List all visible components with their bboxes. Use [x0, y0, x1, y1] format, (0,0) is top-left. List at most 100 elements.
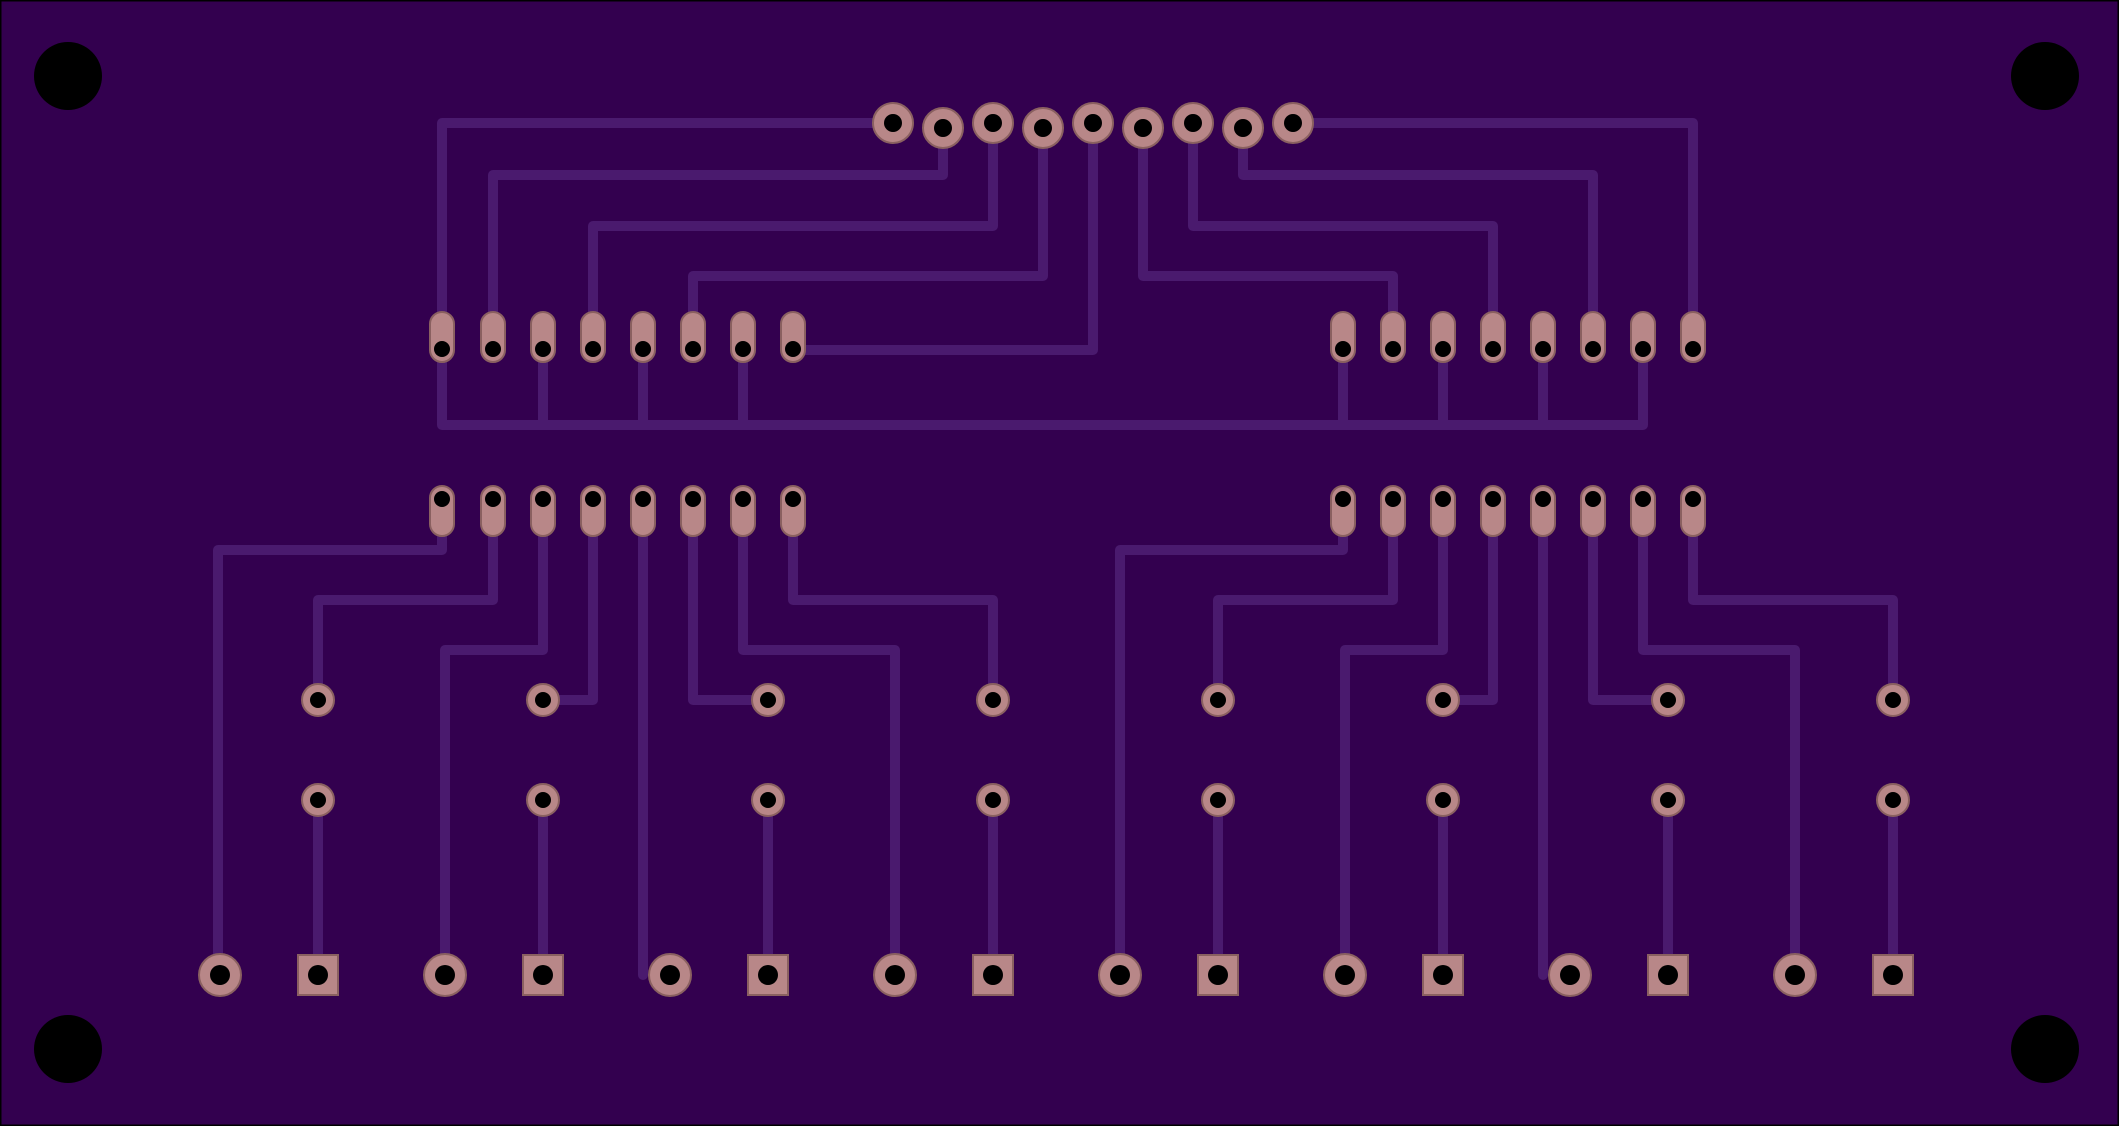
drill-hole: [1110, 965, 1130, 985]
trace-left-2: [313, 506, 498, 705]
terminal-1-round-pad: [198, 953, 242, 997]
terminal-8-square-pad: [1872, 954, 1914, 996]
drill-hole: [685, 341, 701, 357]
trace-left-6: [688, 506, 773, 705]
drill-hole: [758, 965, 778, 985]
trace-header-7: [1188, 118, 1498, 342]
drill-hole: [485, 491, 501, 507]
terminal-8-round-pad: [1773, 953, 1817, 997]
drill-hole: [1435, 491, 1451, 507]
resistor-2-pad-b: [526, 783, 560, 817]
drill-hole: [1660, 692, 1676, 708]
drill-hole: [1883, 965, 1903, 985]
ic-right-bottom-pin-1: [1330, 485, 1356, 537]
header-pin-5: [1072, 102, 1114, 144]
resistor-2-pad-a: [526, 683, 560, 717]
drill-hole: [1658, 965, 1678, 985]
drill-hole: [1234, 119, 1252, 137]
ic-left-top-pin-6: [680, 311, 706, 363]
drill-hole: [1535, 491, 1551, 507]
drill-hole: [1560, 965, 1580, 985]
trace-header-2: [488, 123, 948, 342]
resistor-6-pad-b: [1426, 783, 1460, 817]
drill-hole: [585, 341, 601, 357]
ic-right-bottom-pin-2: [1380, 485, 1406, 537]
trace-header-9: [1288, 118, 1698, 342]
drill-hole: [535, 341, 551, 357]
trace-header-5: [788, 118, 1098, 355]
ic-left-bottom-pin-1: [429, 485, 455, 537]
drill-hole: [884, 114, 902, 132]
resistor-6-pad-a: [1426, 683, 1460, 717]
ic-left-top-pin-4: [580, 311, 606, 363]
ic-right-top-pin-4: [1480, 311, 1506, 363]
ic-left-top-pin-3: [530, 311, 556, 363]
drill-hole: [1435, 792, 1451, 808]
header-pin-1: [872, 102, 914, 144]
drill-hole: [310, 692, 326, 708]
drill-hole: [1635, 341, 1651, 357]
drill-hole: [635, 341, 651, 357]
ic-left-bottom-pin-8: [780, 485, 806, 537]
drill-hole: [735, 491, 751, 507]
drill-hole: [1785, 965, 1805, 985]
drill-hole: [785, 491, 801, 507]
ic-right-bottom-pin-8: [1680, 485, 1706, 537]
drill-hole: [1284, 114, 1302, 132]
trace-header-1: [437, 118, 898, 342]
ic-right-bottom-pin-3: [1430, 485, 1456, 537]
resistor-7-pad-b: [1651, 783, 1685, 817]
drill-hole: [1385, 491, 1401, 507]
drill-hole: [635, 491, 651, 507]
terminal-7-square-pad: [1647, 954, 1689, 996]
drill-hole: [760, 692, 776, 708]
ic-right-top-pin-2: [1380, 311, 1406, 363]
ic-left-bottom-pin-7: [730, 485, 756, 537]
trace-common-bus: [437, 332, 1648, 430]
drill-hole: [308, 965, 328, 985]
ic-left-bottom-pin-5: [630, 485, 656, 537]
mounting-hole-icon: [2011, 42, 2079, 110]
drill-hole: [1660, 792, 1676, 808]
terminal-5-square-pad: [1197, 954, 1239, 996]
resistor-1-pad-b: [301, 783, 335, 817]
drill-hole: [210, 965, 230, 985]
trace-right-7: [1638, 506, 1800, 980]
header-pin-6: [1122, 107, 1164, 149]
trace-right-3: [1340, 506, 1448, 980]
trace-header-3: [588, 118, 998, 342]
ic-left-bottom-pin-4: [580, 485, 606, 537]
drill-hole: [1385, 341, 1401, 357]
drill-hole: [434, 341, 450, 357]
ic-right-top-pin-3: [1430, 311, 1456, 363]
mounting-hole-icon: [2011, 1015, 2079, 1083]
resistor-1-pad-a: [301, 683, 335, 717]
drill-hole: [685, 491, 701, 507]
header-pin-3: [972, 102, 1014, 144]
terminal-4-round-pad: [873, 953, 917, 997]
drill-hole: [660, 965, 680, 985]
terminal-6-square-pad: [1422, 954, 1464, 996]
drill-hole: [1210, 692, 1226, 708]
drill-hole: [1433, 965, 1453, 985]
drill-hole: [435, 965, 455, 985]
terminal-7-round-pad: [1548, 953, 1592, 997]
trace-right-2: [1213, 506, 1398, 705]
drill-hole: [1685, 341, 1701, 357]
ic-left-top-pin-2: [480, 311, 506, 363]
header-pin-4: [1022, 107, 1064, 149]
terminal-4-square-pad: [972, 954, 1014, 996]
ic-right-bottom-pin-6: [1580, 485, 1606, 537]
trace-left-8: [788, 506, 998, 705]
resistor-4-pad-a: [976, 683, 1010, 717]
trace-left-7: [738, 506, 900, 980]
trace-header-8: [1238, 123, 1598, 342]
drill-hole: [1134, 119, 1152, 137]
terminal-2-round-pad: [423, 953, 467, 997]
resistor-8-pad-b: [1876, 783, 1910, 817]
drill-hole: [1084, 114, 1102, 132]
drill-hole: [485, 341, 501, 357]
drill-hole: [934, 119, 952, 137]
